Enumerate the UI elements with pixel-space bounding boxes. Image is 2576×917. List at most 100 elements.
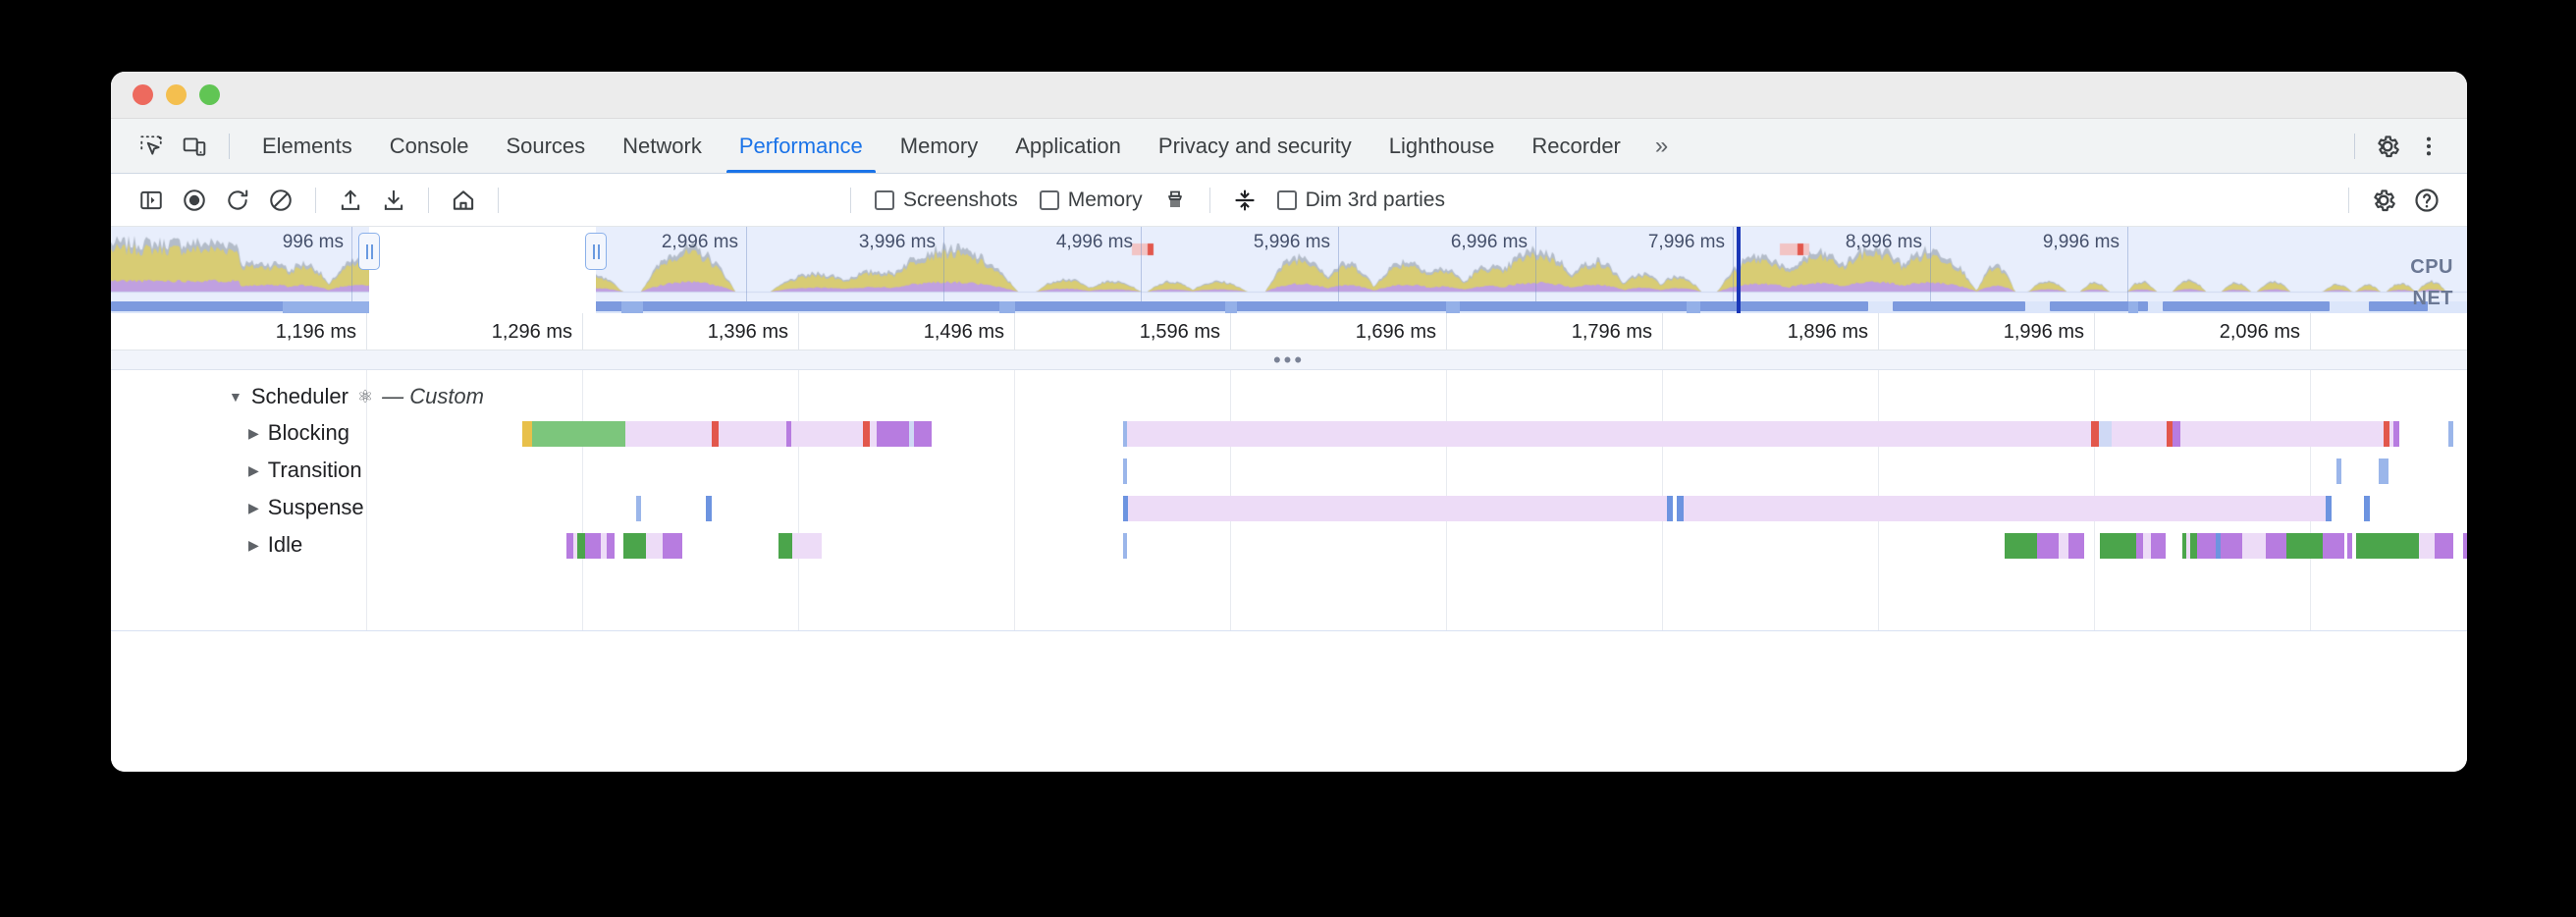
flame-event[interactable] [2197,533,2217,559]
chevron-right-icon[interactable]: ▶ [248,537,259,553]
flame-event[interactable] [2266,533,2286,559]
tab-elements[interactable]: Elements [262,133,352,158]
selection-highlight[interactable] [369,227,597,313]
flame-event[interactable] [2435,533,2453,559]
tab-sources[interactable]: Sources [506,133,586,158]
tab-performance[interactable]: Performance [721,119,882,173]
flame-event[interactable] [1122,458,1128,484]
collapse-vertical-icon[interactable] [1224,182,1265,219]
tab-application[interactable]: Application [1015,133,1121,158]
memory-checkbox[interactable]: Memory [1030,189,1153,212]
dim-3rd-parties-checkbox[interactable]: Dim 3rd parties [1267,189,1455,212]
home-landing-page-icon[interactable] [443,182,484,219]
toggle-sidebar-icon[interactable] [131,182,172,219]
flame-event[interactable] [623,533,647,559]
flame-event[interactable] [2067,533,2084,559]
flame-event[interactable] [2355,533,2420,559]
flame-event[interactable] [2242,533,2267,559]
flame-event[interactable] [2135,533,2144,559]
flame-event[interactable] [607,533,615,559]
reload-and-record-icon[interactable] [217,182,258,219]
tab-recorder[interactable]: Recorder [1531,133,1621,158]
chevron-down-icon[interactable]: ▼ [229,389,242,405]
timeline-overview[interactable]: 996 ms1,996 ms2,996 ms3,996 ms4,996 ms5,… [111,227,2467,313]
flame-event[interactable] [2346,533,2353,559]
flame-event[interactable] [2323,533,2344,559]
flame-event[interactable] [863,421,870,447]
flame-event[interactable] [577,533,585,559]
flame-event[interactable] [2037,533,2059,559]
flame-event[interactable] [522,421,532,447]
flame-event[interactable] [2143,533,2151,559]
screenshots-checkbox-box[interactable] [875,189,894,210]
flame-event[interactable] [719,421,787,447]
tab-privacy-and-security[interactable]: Privacy and security [1157,133,1352,158]
memory-checkbox-box[interactable] [1039,189,1059,210]
track-row-transition[interactable]: ▶Transition [248,458,362,483]
flame-event[interactable] [2099,533,2136,559]
flame-event[interactable] [2326,496,2332,521]
flame-event[interactable] [869,421,878,447]
flame-event[interactable] [2150,533,2166,559]
flame-event[interactable] [2216,533,2221,559]
flame-event[interactable] [2179,421,2384,447]
flame-event[interactable] [2463,533,2467,559]
flame-event[interactable] [778,533,792,559]
flame-event[interactable] [711,421,720,447]
flame-event[interactable] [877,421,909,447]
inspect-element-icon[interactable] [133,128,170,165]
flame-chart-tracks[interactable]: ▼ Scheduler ⚛ — Custom ▶Blocking ▶Transit… [111,370,2467,772]
close-window-button[interactable] [133,84,153,105]
flame-event[interactable] [2189,533,2198,559]
flame-event[interactable] [1667,496,1673,521]
help-question-icon[interactable] [2406,182,2447,219]
flame-event[interactable] [2379,458,2388,484]
track-group-scheduler[interactable]: ▼ Scheduler ⚛ — Custom [229,384,484,409]
flame-event[interactable] [914,421,933,447]
flame-event[interactable] [2448,421,2453,447]
download-profile-icon[interactable] [373,182,414,219]
flame-event[interactable] [2186,533,2190,559]
chevron-right-icon[interactable]: ▶ [248,425,259,441]
flame-event[interactable] [1127,421,2092,447]
flame-event[interactable] [624,421,712,447]
flame-event[interactable] [1122,496,1129,521]
flame-event[interactable] [2220,533,2243,559]
flame-event[interactable] [2111,421,2167,447]
selection-handle-left[interactable] [358,233,381,270]
track-row-blocking[interactable]: ▶Blocking [248,420,349,446]
maximize-window-button[interactable] [199,84,220,105]
flame-event[interactable] [791,421,864,447]
brush-icon[interactable] [1154,182,1196,219]
track-row-suspense[interactable]: ▶Suspense [248,495,364,520]
tab-memory[interactable]: Memory [899,133,979,158]
chevron-right-icon[interactable]: ▶ [248,462,259,478]
flame-event[interactable] [2389,421,2394,447]
flame-event[interactable] [1128,496,1668,521]
panel-resize-handle[interactable]: ••• [111,349,2467,370]
flame-event[interactable] [531,421,625,447]
flame-event[interactable] [2181,533,2187,559]
flame-event[interactable] [2364,496,2370,521]
flame-event[interactable] [2005,533,2038,559]
flame-event[interactable] [646,533,664,559]
flame-event[interactable] [2173,421,2180,447]
flame-event[interactable] [2098,421,2112,447]
flame-event[interactable] [663,533,682,559]
tab-network[interactable]: Network [622,133,702,158]
flame-event[interactable] [1677,496,1684,521]
flame-event[interactable] [2419,533,2436,559]
more-tabs-chevron-icon[interactable]: » [1654,132,1669,159]
more-options-kebab-icon[interactable] [2410,128,2447,165]
dim-3rd-parties-checkbox-box[interactable] [1276,189,1297,210]
flame-event[interactable] [2058,533,2068,559]
tab-console[interactable]: Console [389,133,469,158]
flame-event[interactable] [2285,533,2324,559]
flame-event[interactable] [908,421,914,447]
settings-gear-icon[interactable] [2369,128,2406,165]
flame-event[interactable] [1122,533,1128,559]
chevron-right-icon[interactable]: ▶ [248,500,259,515]
flame-event[interactable] [786,421,792,447]
flame-event[interactable] [584,533,601,559]
